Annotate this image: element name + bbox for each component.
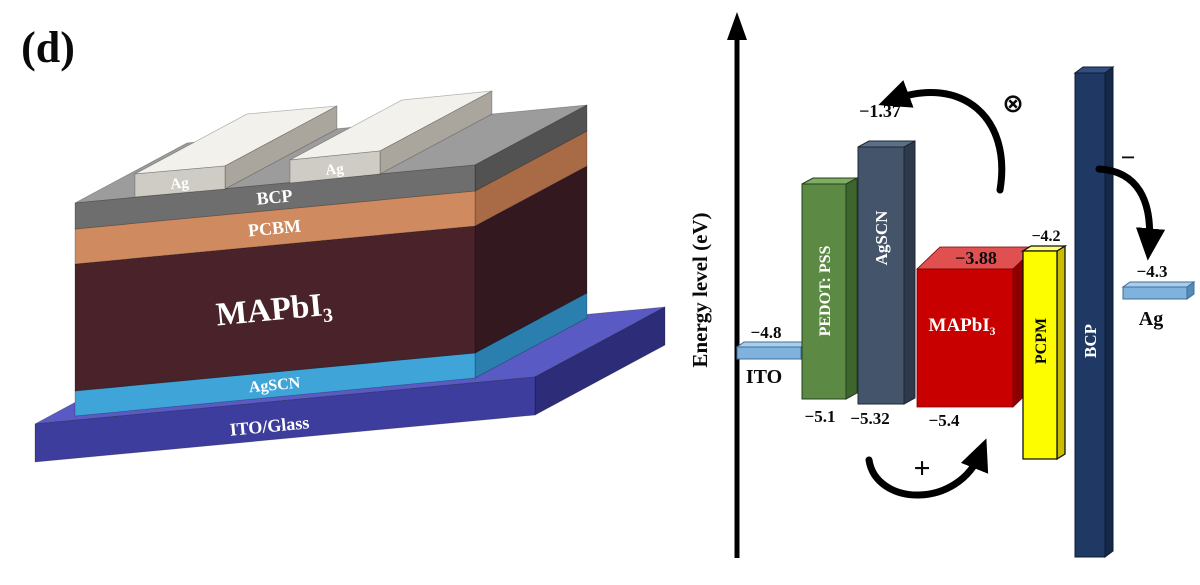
electron-transfer-arrow (878, 80, 1006, 194)
agscn-bar-side-face (903, 140, 916, 405)
pcpm-energy-value-top: −4.2 (1031, 228, 1060, 245)
ito-bar-front-face (736, 346, 802, 360)
mapbi3-box-front-face (916, 268, 1014, 408)
agscn-layer-label: AgSCN (248, 375, 301, 397)
hole-plus-symbol: + (913, 452, 930, 485)
bcp-bar-side-face (1104, 66, 1114, 558)
ito-bar-top-face (735, 341, 810, 348)
panel-label: (d) (21, 23, 75, 72)
ag-strip-right-label: Ag (325, 161, 345, 179)
ag-strip-left-front-face (134, 165, 226, 198)
bcp-bar-label: BCP (1081, 324, 1100, 358)
ito-energy-value: −4.8 (751, 323, 782, 342)
energy-diagram-panel: Energy level (eV) −4.8 ITO PEDOT: PSS −5… (688, 12, 1196, 558)
ag-bar-top-face (1121, 281, 1196, 288)
ito-bar-label: ITO (746, 366, 782, 388)
electron-symbol: ⊗ (1002, 89, 1024, 119)
pedot-energy-value-bottom: −5.1 (805, 407, 836, 426)
pedot-bar-front-face (801, 183, 847, 400)
agscn-bar-label: AgSCN (872, 210, 891, 266)
mapbi3-bar-label: MAPbI₃ (929, 315, 996, 336)
ag-strip-right-front-face (289, 150, 381, 184)
agscn-energy-value-top: −1.37 (859, 101, 901, 121)
device-stack-panel: (d) Ag Ag BCP PCBM MAPbI₃ AgSCN IT (21, 23, 666, 463)
bcp-bar-front-face (1074, 72, 1106, 558)
ag-bar-front-face (1122, 286, 1188, 300)
energy-axis-label: Energy level (eV) (688, 212, 712, 367)
pcpm-bar-label: PCPM (1033, 318, 1050, 364)
minus-symbol: − (1121, 143, 1136, 172)
bcp-layer-label: BCP (256, 185, 294, 208)
pedot-bar-label: PEDOT: PSS (817, 245, 834, 336)
ag-energy-value: −4.3 (1137, 262, 1168, 281)
agscn-energy-value-bottom: −5.32 (850, 409, 889, 428)
hole-transfer-arrow (865, 438, 989, 499)
mapbi3-energy-value-bottom: −5.4 (929, 411, 960, 430)
pcpm-bar-side-face (1056, 244, 1066, 461)
ito-glass-front-face (34, 376, 536, 463)
pcpm-bar-front-face (1022, 250, 1058, 460)
pcbm-layer-label: PCBM (247, 216, 302, 241)
ag-strip-left-label: Ag (170, 175, 190, 193)
electron-to-ag-arrow (1095, 165, 1166, 261)
energy-axis-arrowhead (727, 12, 747, 40)
pedot-bar-side-face (845, 177, 858, 400)
ag-bar-label: Ag (1139, 308, 1163, 330)
agscn-bar-top-face (857, 140, 916, 148)
agscn-bar-front-face (857, 146, 905, 405)
mapbi3-energy-value-top: −3.88 (955, 248, 997, 268)
bcp-layer-front-face (74, 164, 476, 230)
pcpm-bar-top-face (1020, 245, 1068, 252)
